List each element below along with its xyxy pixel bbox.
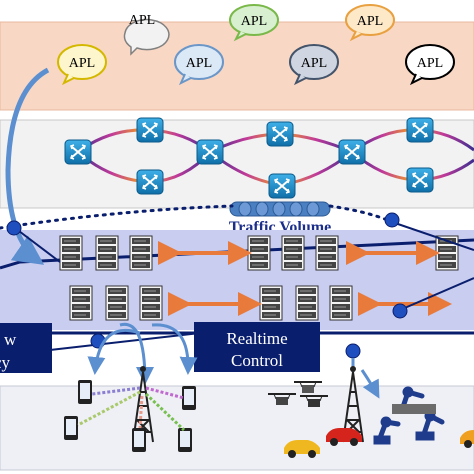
application-layer [0, 21, 474, 111]
apl-bubble: APL [405, 44, 455, 86]
server-icon [329, 285, 353, 321]
feedback-arrow [5, 67, 50, 265]
connector-line [49, 332, 201, 351]
drone-icon [294, 381, 322, 393]
server-icon [247, 235, 271, 271]
server-icon [69, 285, 93, 321]
connector-line [391, 221, 474, 251]
left-label-line1: w [4, 330, 17, 349]
apl-bubble: APL [345, 4, 395, 42]
dotted-link [0, 204, 234, 230]
traffic-volume-icon [229, 201, 331, 217]
apl-bubble: APL [123, 13, 170, 56]
server-icon [259, 285, 283, 321]
server-icon [139, 285, 163, 321]
apl-bubble: APL [174, 44, 224, 86]
apl-label: APL [417, 56, 443, 71]
router-icon [338, 139, 366, 165]
realtime-label-line2: Control [231, 351, 283, 370]
router-icon [406, 117, 434, 143]
apl-label: APL [186, 56, 212, 71]
apl-label: APL [301, 56, 327, 71]
phone-icon [64, 416, 78, 440]
apl-bubble: APL [229, 4, 279, 42]
apl-label: APL [241, 14, 267, 29]
left-label-line2: cy [0, 353, 11, 372]
connector-line [399, 277, 474, 311]
signal-lines [77, 386, 186, 432]
router-icon [268, 173, 296, 199]
server-icon [281, 235, 305, 271]
car-icon [284, 440, 320, 458]
drone-icon [300, 395, 328, 407]
robot-arm-icon [373, 416, 401, 445]
router-icon [136, 169, 164, 195]
apl-label: APL [129, 13, 155, 28]
car-icon [460, 430, 474, 448]
node-dot [392, 303, 408, 319]
node-dot [6, 220, 22, 236]
router-icon [136, 117, 164, 143]
phone-icon [182, 386, 196, 410]
apl-bubble: APL [57, 44, 107, 86]
server-icon [105, 285, 129, 321]
orange-arrows [158, 241, 452, 316]
connector-line [14, 227, 61, 263]
phone-icon [78, 380, 92, 404]
router-icon [196, 139, 224, 165]
apl-bubble: APL [289, 44, 339, 86]
server-icon [315, 235, 339, 271]
realtime-label-line1: Realtime [226, 329, 287, 348]
phone-icon [178, 428, 192, 452]
router-icon [266, 121, 294, 147]
drone-icon [268, 393, 296, 405]
router-icon [406, 167, 434, 193]
left-label-box [0, 323, 52, 373]
server-icon [95, 235, 119, 271]
phone-icon [132, 428, 146, 452]
server-icon [59, 235, 83, 271]
apl-label: APL [69, 56, 95, 71]
node-dot [384, 212, 400, 228]
apl-bubble-shape-0 [123, 18, 170, 56]
server-icon [295, 285, 319, 321]
car-icon [326, 428, 362, 446]
server-icon [129, 235, 153, 271]
node-dot [345, 343, 361, 359]
router-icon [64, 139, 92, 165]
conveyor-icon [392, 404, 436, 414]
realtime-control-box [194, 322, 320, 372]
apl-label: APL [357, 14, 383, 29]
